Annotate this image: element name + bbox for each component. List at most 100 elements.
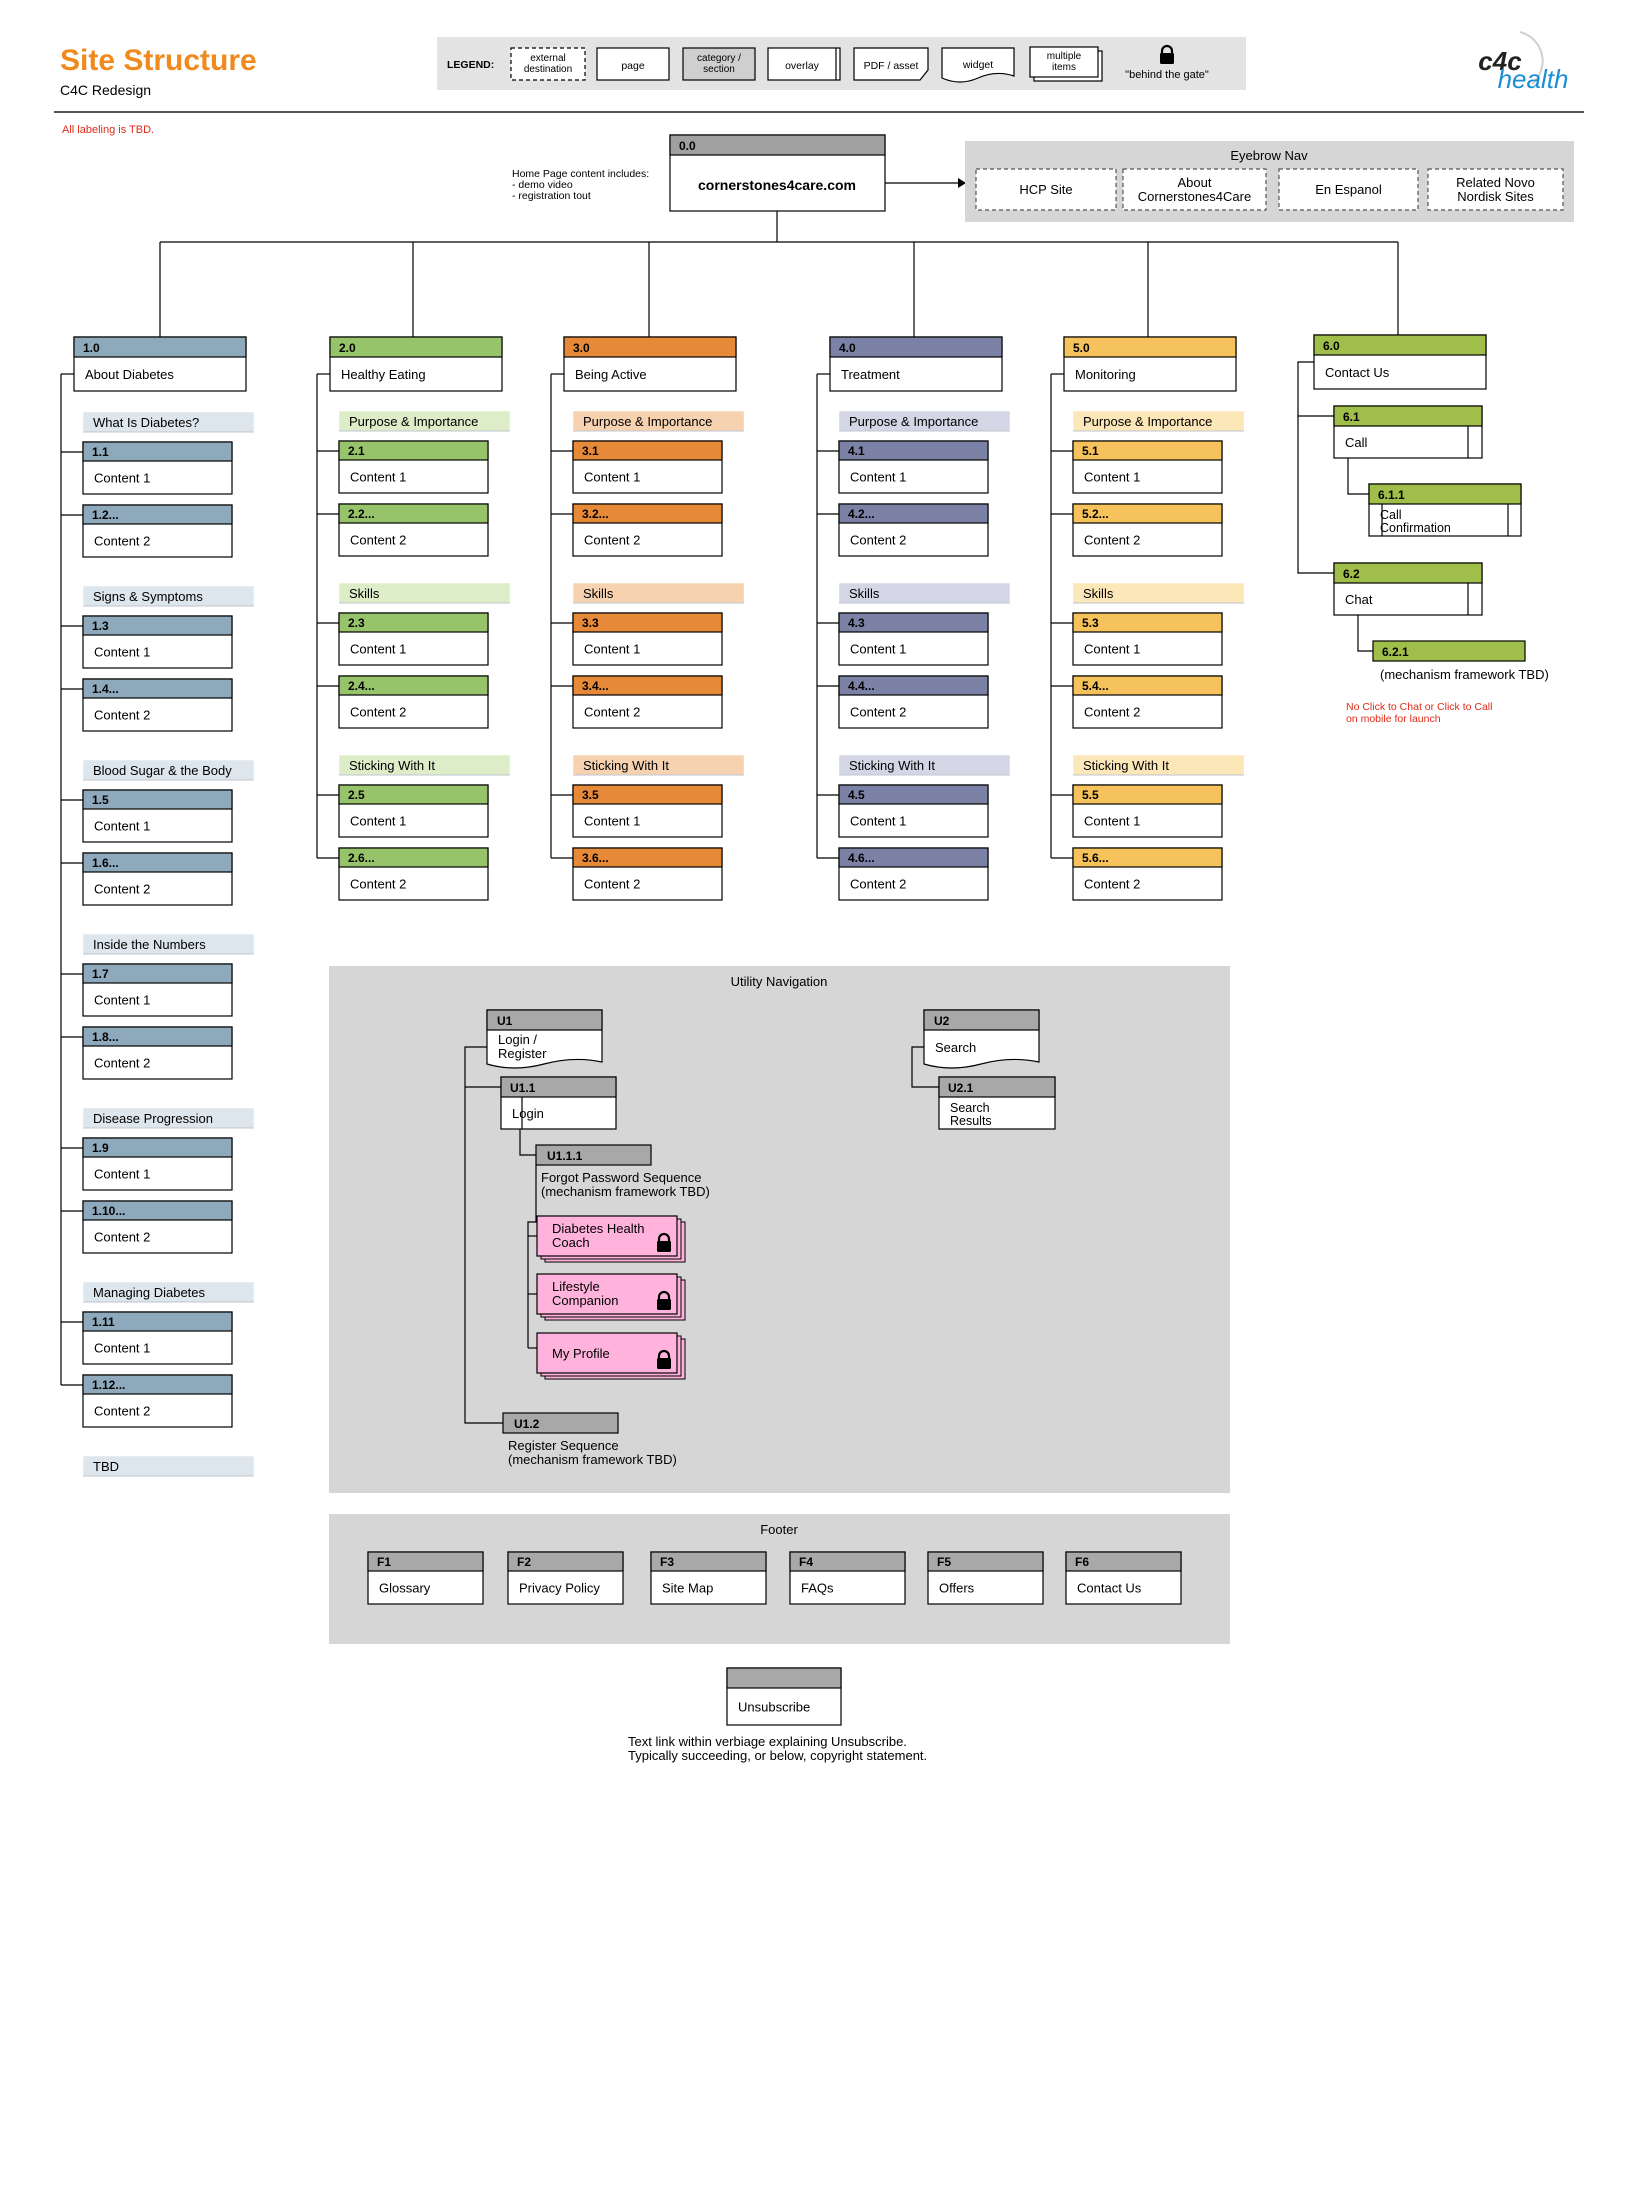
node-title: Content 1 <box>850 814 906 829</box>
node-title: Content 2 <box>850 533 906 548</box>
page-node-1.8...[interactable]: 1.8...Content 2 <box>82 1026 233 1080</box>
node-id: U2 <box>934 1014 950 1028</box>
eyebrow-item[interactable]: En Espanol <box>1278 168 1419 211</box>
page-node-2.6...[interactable]: 2.6...Content 2 <box>338 847 489 901</box>
page-node-2.4...[interactable]: 2.4...Content 2 <box>338 675 489 729</box>
node-id: U1.1 <box>510 1081 536 1095</box>
gated-item[interactable]: My Profile <box>536 1332 686 1380</box>
page-node-5.2...[interactable]: 5.2...Content 2 <box>1072 503 1223 557</box>
category-label: Inside the Numbers <box>82 933 255 955</box>
page-node-3.2...[interactable]: 3.2...Content 2 <box>572 503 723 557</box>
mechanism-note: (mechanism framework TBD) <box>541 1184 710 1199</box>
node-title: Content 1 <box>94 645 150 660</box>
category-text: Purpose & Importance <box>1083 414 1212 429</box>
unsubscribe-node[interactable]: Unsubscribe <box>726 1667 842 1726</box>
page-node-5.4...[interactable]: 5.4...Content 2 <box>1072 675 1223 729</box>
page-node-6.2.1[interactable]: 6.2.1 <box>1372 640 1526 662</box>
node-header <box>563 336 737 358</box>
legend-item-label: items <box>1052 62 1076 73</box>
page-node-2.2...[interactable]: 2.2...Content 2 <box>338 503 489 557</box>
utility-node-U1.2[interactable]: U1.2 <box>502 1412 619 1434</box>
node-id: 4.2... <box>848 507 875 521</box>
category-label: Skills <box>338 582 511 604</box>
legend-swatch <box>853 47 929 81</box>
node-id: 4.5 <box>848 788 865 802</box>
node-id: 3.3 <box>582 616 599 630</box>
eyebrow-item[interactable]: HCP Site <box>975 168 1117 211</box>
page-node-3.6...[interactable]: 3.6...Content 2 <box>572 847 723 901</box>
gated-label: Companion <box>552 1293 619 1308</box>
category-text: What Is Diabetes? <box>93 415 199 430</box>
page-node-3.4...[interactable]: 3.4...Content 2 <box>572 675 723 729</box>
page-node-4.2...[interactable]: 4.2... Content 2 <box>838 503 989 557</box>
node-header <box>1065 1551 1182 1572</box>
page-node-1.4...[interactable]: 1.4...Content 2 <box>82 678 233 732</box>
utility-node-U1.1.1[interactable]: U1.1.1 <box>535 1144 652 1166</box>
node-title: Healthy Eating <box>341 367 426 382</box>
page-node-1.6...[interactable]: 1.6...Content 2 <box>82 852 233 906</box>
page-node-1.12...[interactable]: 1.12...Content 2 <box>82 1374 233 1428</box>
node-title: Results <box>950 1114 992 1128</box>
page-node-1.10...[interactable]: 1.10...Content 2 <box>82 1200 233 1254</box>
node-id: 4.4... <box>848 679 875 693</box>
node-id: F2 <box>517 1555 531 1569</box>
page-node-5.6...[interactable]: 5.6...Content 2 <box>1072 847 1223 901</box>
category-text: Skills <box>849 586 880 601</box>
page-node-1.2...[interactable]: 1.2...Content 2 <box>82 504 233 558</box>
home-title: cornerstones4care.com <box>698 177 856 193</box>
node-title: Unsubscribe <box>738 1700 810 1715</box>
node-title: Privacy Policy <box>519 1581 600 1596</box>
node-title: Content 1 <box>350 814 406 829</box>
node-title: Content 1 <box>94 993 150 1008</box>
node-header <box>829 336 1003 358</box>
page-node-4.6...[interactable]: 4.6...Content 2 <box>838 847 989 901</box>
category-label: Purpose & Importance <box>572 410 745 432</box>
page-node-4.4...[interactable]: 4.4...Content 2 <box>838 675 989 729</box>
gated-label: Diabetes Health <box>552 1221 645 1236</box>
home-node[interactable]: 0.0 <box>669 134 886 212</box>
home-note: - demo video <box>512 179 573 191</box>
gated-box <box>536 1332 678 1374</box>
